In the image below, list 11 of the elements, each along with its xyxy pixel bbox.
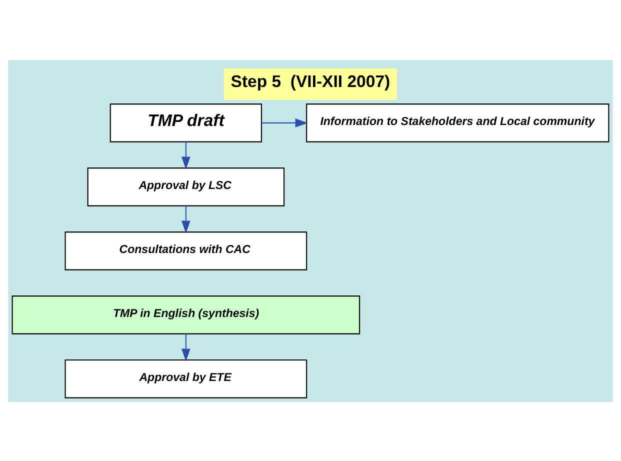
node-box: Approval by ETE <box>64 359 308 398</box>
arrow <box>182 205 190 233</box>
node-box: TMP in English (synthesis) <box>12 295 360 334</box>
node-box: Information to Stakeholders and Local community <box>306 103 610 142</box>
diagram-title: Step 5 (VII-XII 2007) <box>230 72 390 91</box>
node-box: Consultations with CAC <box>64 231 308 270</box>
node-box: TMP draft <box>110 103 262 142</box>
arrow <box>262 118 308 127</box>
arrow <box>182 333 190 361</box>
arrow <box>182 141 190 169</box>
node-box: Approval by LSC <box>87 167 285 206</box>
